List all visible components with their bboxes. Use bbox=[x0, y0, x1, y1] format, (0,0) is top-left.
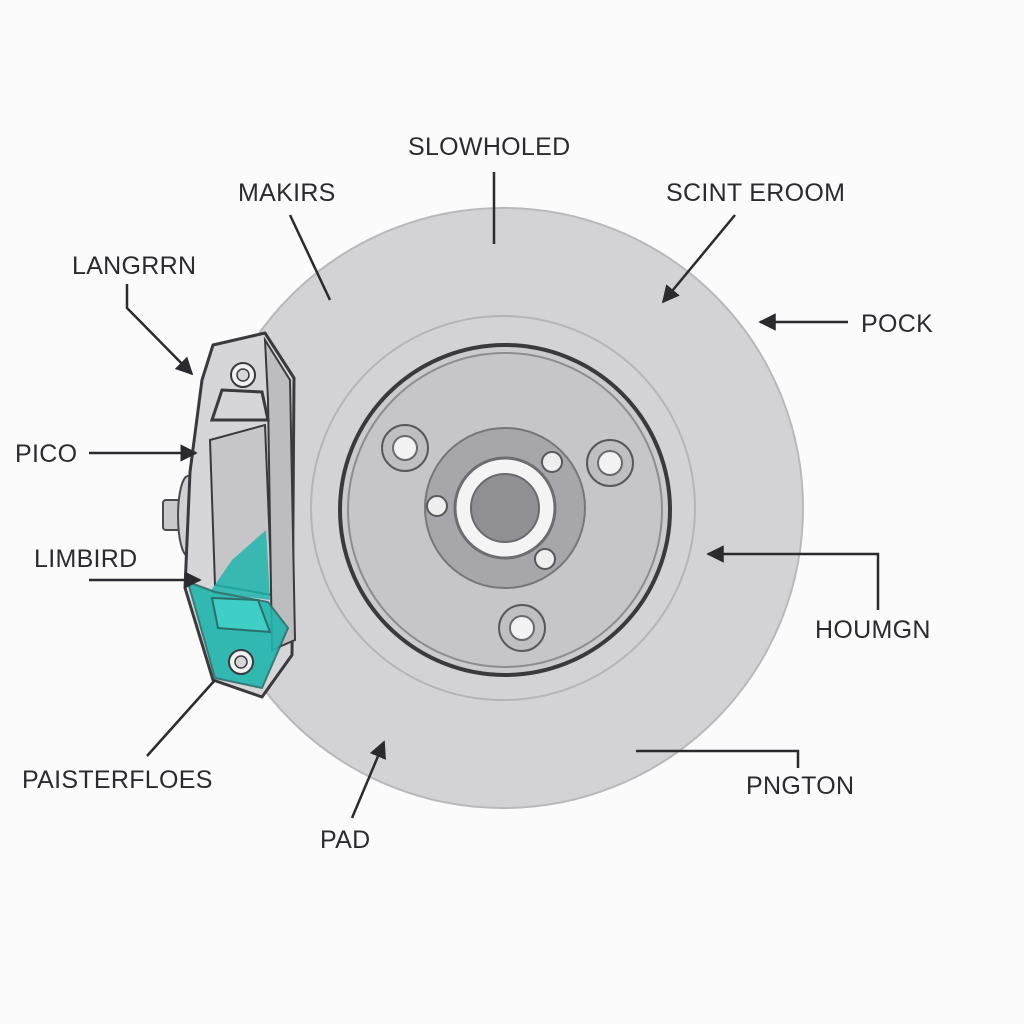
label-langrrn: LANGRRN bbox=[72, 252, 197, 280]
label-pad: PAD bbox=[320, 826, 371, 854]
leader-pad bbox=[350, 740, 386, 819]
label-makirs: MAKIRS bbox=[238, 179, 336, 207]
brake-caliper bbox=[162, 331, 297, 699]
leader-pngton bbox=[636, 749, 800, 768]
label-pngton: PNGTON bbox=[746, 772, 855, 800]
leader-paisterfloes bbox=[146, 679, 216, 757]
leader-langrrn bbox=[125, 284, 194, 376]
leader-lines bbox=[89, 172, 880, 819]
label-pico: PICO bbox=[15, 440, 78, 468]
leader-houmgn bbox=[706, 545, 880, 610]
label-pock: POCK bbox=[861, 310, 934, 338]
label-slowholed: SLOWHOLED bbox=[408, 133, 571, 161]
label-limbird: LIMBIRD bbox=[34, 545, 138, 573]
label-houmgn: HOUMGN bbox=[815, 616, 931, 644]
leader-makirs bbox=[288, 214, 332, 301]
lug-holes bbox=[381, 424, 634, 652]
leader-scint-eroom bbox=[661, 214, 736, 304]
label-scint-eroom: SCINT EROOM bbox=[666, 179, 846, 207]
label-paisterfloes: PAISTERFLOES bbox=[22, 766, 213, 794]
